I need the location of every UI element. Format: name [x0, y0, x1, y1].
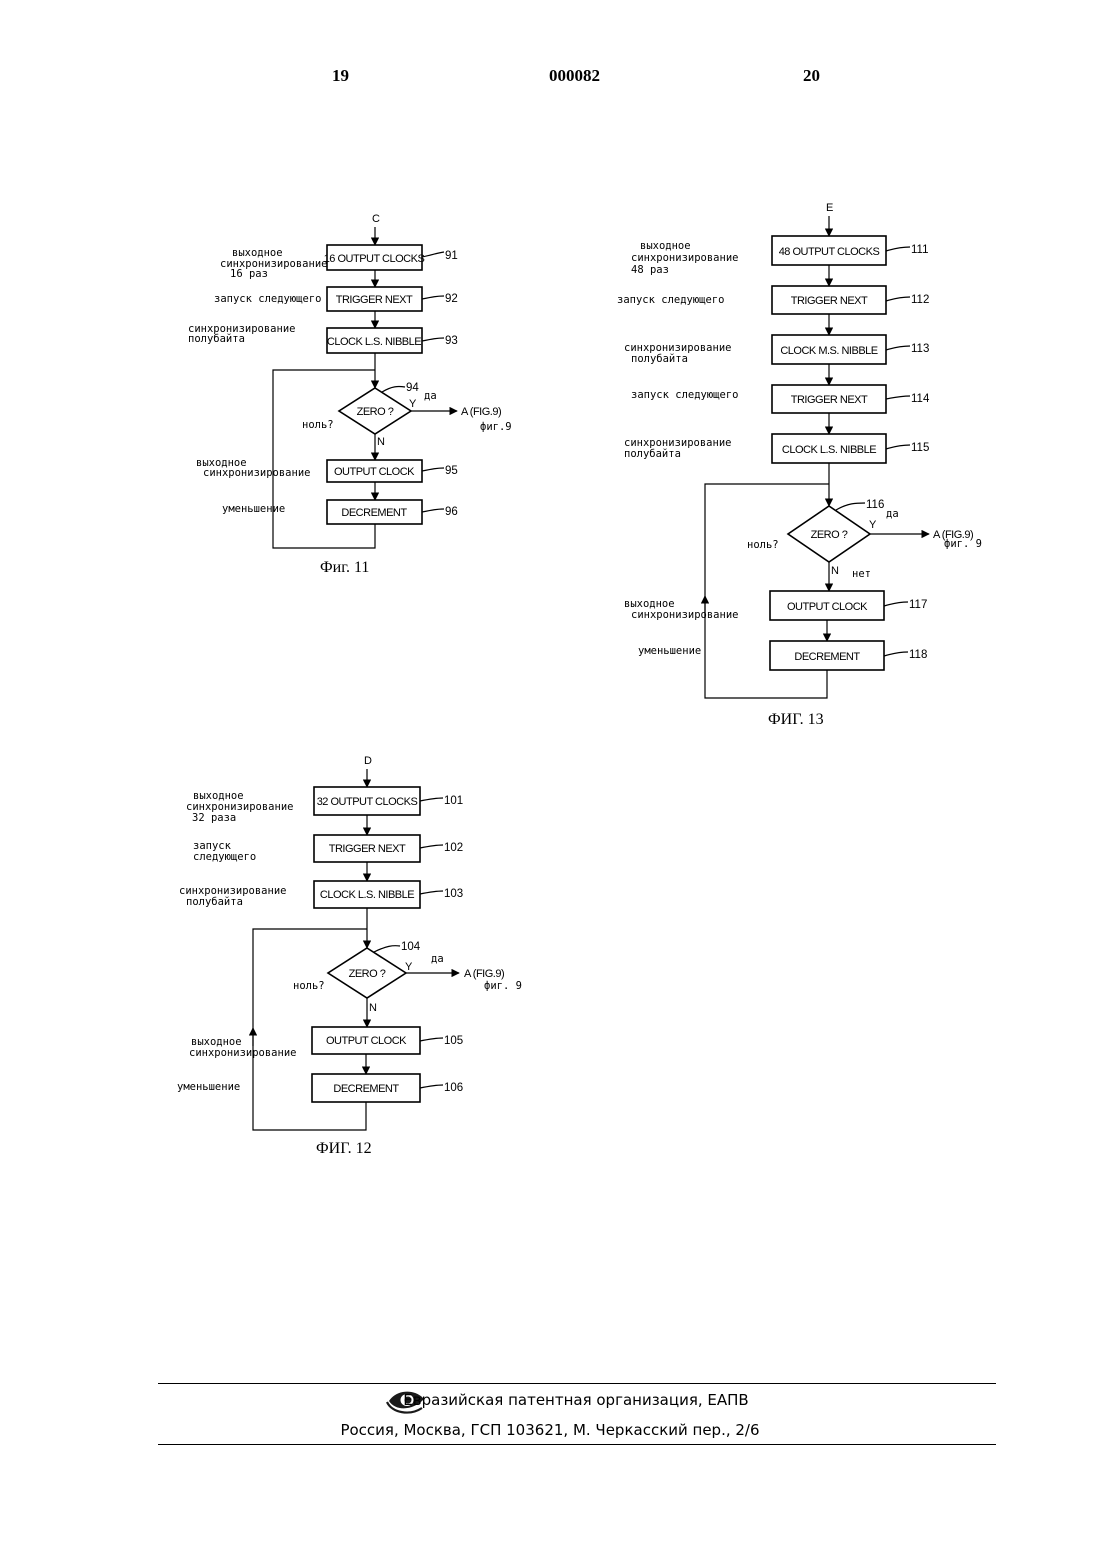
fig11-note-95-b: синхронизирование — [203, 467, 310, 479]
fig13-ref-118: 118 — [909, 649, 927, 661]
fig12-yes: Y — [405, 961, 413, 973]
fig11-no: N — [377, 436, 385, 448]
fig12-ru-yes: да — [431, 953, 444, 965]
fig13-label-112: TRIGGER NEXT — [791, 295, 868, 307]
fig13-label-111: 48 OUTPUT CLOCKS — [779, 246, 880, 258]
fig12-ru-fig9: фиг. 9 — [484, 980, 522, 992]
fig12-label-105: OUTPUT CLOCK — [326, 1035, 407, 1047]
fig12-label-103: CLOCK L.S. NIBBLE — [320, 889, 414, 901]
fig13-ref-113: 113 — [911, 343, 929, 355]
fig13-label-118: DECREMENT — [794, 651, 860, 663]
fig11-ref-92: 92 — [445, 293, 458, 305]
fig11-connector-c: C — [372, 213, 380, 225]
fig13-note-117-b: синхронизирование — [631, 609, 738, 621]
fig12-caption: ФИГ. 12 — [316, 1140, 372, 1157]
fig11-label-93: CLOCK L.S. NIBBLE — [327, 336, 421, 348]
fig12-ref-101: 101 — [444, 795, 463, 807]
fig13-ru-fig9: фиг. 9 — [944, 538, 982, 550]
fig13-ru-yes: да — [886, 508, 899, 520]
fig11-ref-93: 93 — [445, 335, 458, 347]
fig13-yes: Y — [869, 519, 877, 531]
footer-organization: Евразийская патентная организация, ЕАПВ — [0, 1391, 1100, 1409]
fig13-ref-116: 116 — [866, 499, 884, 511]
fig12-note-105-b: синхронизирование — [189, 1047, 296, 1059]
fig12-ref-104: 104 — [401, 941, 421, 953]
fig13-label-115: CLOCK L.S. NIBBLE — [782, 444, 876, 456]
fig13-note-113-b: полубайта — [631, 353, 688, 365]
fig12-note-102-b: следующего — [193, 851, 256, 863]
fig12-ref-106: 106 — [444, 1082, 463, 1094]
fig12-ru-zero: ноль? — [293, 980, 325, 992]
fig11-label-94: ZERO ? — [357, 406, 394, 418]
fig13-label-116: ZERO ? — [811, 529, 848, 541]
fig13-ru-net: нет — [852, 568, 871, 580]
fig11-target: A (FIG.9) — [461, 406, 501, 418]
fig13-ref-112: 112 — [911, 294, 929, 306]
fig13-connector-e: E — [826, 202, 833, 214]
fig13-note-111-c: 48 раз — [631, 264, 669, 276]
figure-13: E 48 OUTPUT CLOCKS 111 выходное синхрони… — [617, 202, 982, 728]
fig12-label-104: ZERO ? — [349, 968, 386, 980]
fig12-connector-d: D — [364, 755, 372, 767]
fig13-label-113: CLOCK M.S. NIBBLE — [780, 345, 877, 357]
fig11-label-95: OUTPUT CLOCK — [334, 466, 415, 478]
fig11-ref-95: 95 — [445, 465, 458, 477]
fig11-ru-yes: да — [424, 390, 437, 402]
fig12-target: A (FIG.9) — [464, 968, 504, 980]
fig13-note-111-b: синхронизирование — [631, 252, 738, 264]
fig11-label-96: DECREMENT — [341, 507, 407, 519]
fig11-yes: Y — [409, 398, 417, 410]
fig13-ref-114: 114 — [911, 393, 930, 405]
fig13-label-117: OUTPUT CLOCK — [787, 601, 868, 613]
fig11-ru-zero: ноль? — [302, 419, 334, 431]
fig12-label-101: 32 OUTPUT CLOCKS — [317, 796, 418, 808]
fig12-note-103-b: полубайта — [186, 896, 243, 908]
fig11-caption: Фиг. 11 — [320, 559, 369, 576]
fig13-ref-111: 111 — [911, 244, 928, 256]
fig12-note-101-c: 32 раза — [192, 812, 236, 824]
fig13-caption: ФИГ. 13 — [768, 711, 824, 728]
fig11-ru-fig9: фиг.9 — [480, 421, 512, 433]
fig11-note-93-b: полубайта — [188, 333, 245, 345]
fig13-note-118: уменьшение — [638, 645, 701, 657]
fig13-note-115-b: полубайта — [624, 448, 681, 460]
fig12-note-106: уменьшение — [177, 1081, 240, 1093]
fig11-ref-94: 94 — [406, 382, 419, 394]
fig11-note-92: запуск следующего — [214, 293, 321, 305]
fig12-label-106: DECREMENT — [333, 1083, 399, 1095]
fig13-no: N — [831, 565, 839, 577]
fig11-label-91: 16 OUTPUT CLOCKS — [324, 253, 425, 265]
fig11-note-91-c: 16 раз — [230, 268, 268, 280]
fig13-label-114: TRIGGER NEXT — [791, 394, 868, 406]
fig11-ref-96: 96 — [445, 506, 458, 518]
footer-address: Россия, Москва, ГСП 103621, М. Черкасски… — [0, 1421, 1100, 1439]
fig13-ref-117: 117 — [909, 599, 927, 611]
figure-12: D 32 OUTPUT CLOCKS 101 выходное синхрони… — [177, 755, 522, 1157]
fig13-note-114: запуск следующего — [631, 389, 738, 401]
fig11-label-92: TRIGGER NEXT — [336, 294, 413, 306]
fig12-ref-103: 103 — [444, 888, 463, 900]
fig12-ref-105: 105 — [444, 1035, 463, 1047]
fig13-ru-zero: ноль? — [747, 539, 779, 551]
footer-top-rule — [158, 1383, 996, 1384]
fig11-ref-91: 91 — [445, 250, 458, 262]
figure-11: C 16 OUTPUT CLOCKS 91 выходное синхрониз… — [188, 213, 512, 576]
fig11-note-96: уменьшение — [222, 503, 285, 515]
footer-bottom-rule — [158, 1444, 996, 1445]
fig12-no: N — [369, 1002, 377, 1014]
fig13-note-111-a: выходное — [640, 240, 691, 252]
fig12-label-102: TRIGGER NEXT — [329, 843, 406, 855]
fig13-ref-115: 115 — [911, 442, 929, 454]
fig12-ref-102: 102 — [444, 842, 463, 854]
fig13-note-112: запуск следующего — [617, 294, 724, 306]
